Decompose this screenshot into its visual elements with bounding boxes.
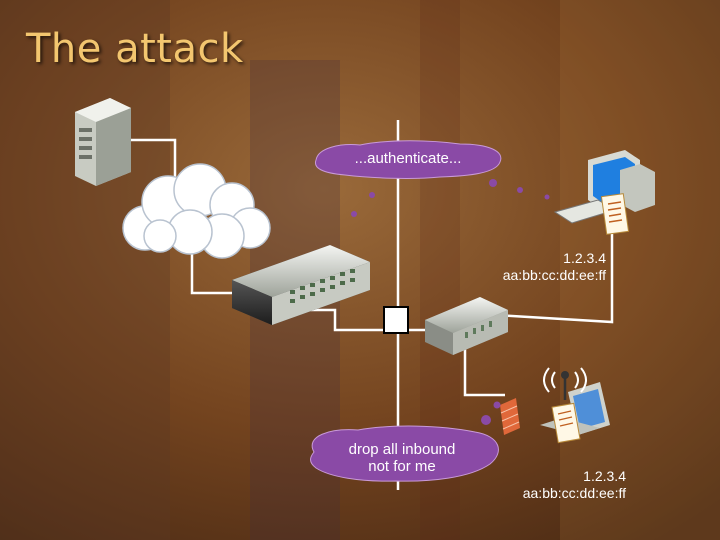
switch-icon <box>232 245 370 325</box>
firewall-icon <box>500 398 520 435</box>
filter-box-icon <box>383 306 409 334</box>
authenticate-bubble <box>314 140 550 217</box>
laptop-ip: 1.2.3.4 <box>583 468 626 484</box>
laptop-address: 1.2.3.4 aa:bb:cc:dd:ee:ff <box>470 468 626 502</box>
document-icon <box>600 193 630 235</box>
laptop-mac: aa:bb:cc:dd:ee:ff <box>522 485 626 501</box>
drop-inbound-line2: not for me <box>368 458 436 475</box>
desktop-computer-icon <box>553 150 655 235</box>
hub-icon <box>425 297 508 355</box>
slide-title: The attack <box>26 26 244 72</box>
laptop-icon <box>540 367 610 444</box>
desktop-ip: 1.2.3.4 <box>563 250 606 266</box>
authenticate-label: ...authenticate... <box>354 150 462 167</box>
cloud-icon <box>122 163 271 259</box>
desktop-address: 1.2.3.4 aa:bb:cc:dd:ee:ff <box>450 250 606 284</box>
desktop-mac: aa:bb:cc:dd:ee:ff <box>502 267 606 283</box>
drop-inbound-label: drop all inbound not for me <box>312 441 492 475</box>
drop-inbound-bubble <box>310 401 501 482</box>
server-icon <box>75 98 131 186</box>
drop-inbound-line1: drop all inbound <box>348 441 456 458</box>
